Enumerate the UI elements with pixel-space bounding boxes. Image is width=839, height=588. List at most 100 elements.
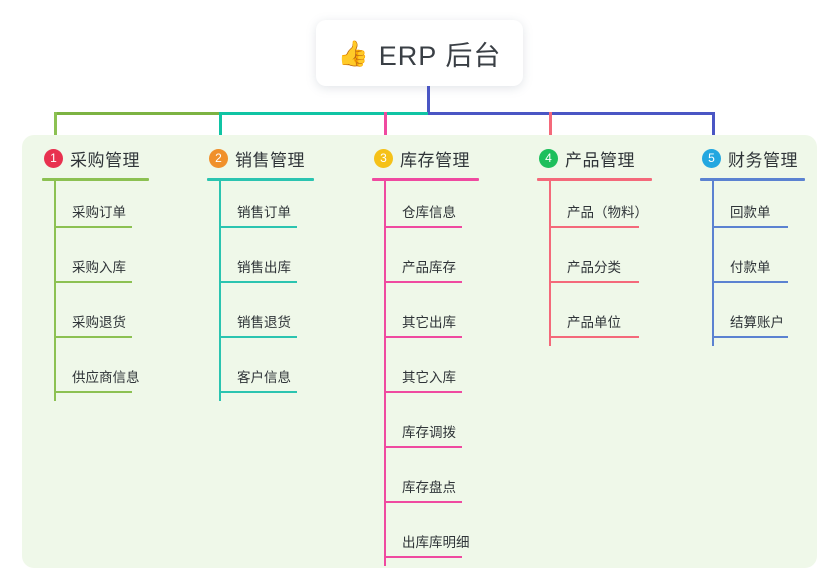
branch-item-underline: [384, 281, 462, 283]
branches-panel: [22, 135, 817, 568]
branch-item[interactable]: 产品（物料）: [537, 181, 682, 236]
branch-item-label: 结算账户: [730, 315, 784, 330]
branch-item-label: 出库库明细: [402, 535, 470, 550]
branch-column-财务管理[interactable]: 5 财务管理回款单付款单结算账户: [700, 146, 830, 346]
branch-item-label: 销售出库: [237, 260, 291, 275]
branch-item-underline: [219, 336, 297, 338]
branch-item-underline: [712, 226, 788, 228]
branch-item-label: 库存调拨: [402, 425, 456, 440]
branch-item-label: 回款单: [730, 205, 771, 220]
branch-item[interactable]: 其它出库: [372, 291, 517, 346]
root-stem-connector: [427, 86, 430, 115]
branch-underline: [372, 178, 479, 181]
branch-underline: [537, 178, 652, 181]
branch-item-label: 客户信息: [237, 370, 291, 385]
branch-number-badge: 5: [702, 148, 721, 168]
branch-number-badge: 3: [374, 148, 393, 168]
branch-column-库存管理[interactable]: 3 库存管理仓库信息产品库存其它出库其它入库库存调拨库存盘点出库库明细: [372, 146, 517, 566]
branch-item[interactable]: 库存调拨: [372, 401, 517, 456]
branch-item-label: 其它入库: [402, 370, 456, 385]
branch-item[interactable]: 付款单: [700, 236, 830, 291]
branch-item-label: 采购订单: [72, 205, 126, 220]
branch-item[interactable]: 产品库存: [372, 236, 517, 291]
branch-item-underline: [384, 501, 462, 503]
root-title: ERP 后台: [378, 40, 502, 71]
branch-item[interactable]: 销售出库: [207, 236, 352, 291]
branch-item[interactable]: 采购入库: [42, 236, 187, 291]
branch-spine: [712, 181, 714, 346]
branch-item[interactable]: 供应商信息: [42, 346, 187, 401]
branch-item[interactable]: 销售退货: [207, 291, 352, 346]
branch-item-label: 产品（物料）: [567, 205, 648, 220]
branch-item-label: 销售退货: [237, 315, 291, 330]
branch-item[interactable]: 出库库明细: [372, 511, 517, 566]
branch-item-underline: [549, 281, 639, 283]
branch-item[interactable]: 客户信息: [207, 346, 352, 401]
branch-item[interactable]: 产品分类: [537, 236, 682, 291]
branch-item-underline: [549, 226, 639, 228]
branch-item-underline: [54, 391, 132, 393]
branch-spine: [54, 181, 56, 401]
branch-item[interactable]: 库存盘点: [372, 456, 517, 511]
bus-segment-middle: [219, 112, 428, 115]
branch-item-underline: [54, 226, 132, 228]
branch-item[interactable]: 回款单: [700, 181, 830, 236]
branch-item[interactable]: 产品单位: [537, 291, 682, 346]
branch-item-underline: [549, 336, 639, 338]
branch-title: 销售管理: [235, 150, 305, 170]
branch-items: 销售订单销售出库销售退货客户信息: [207, 181, 352, 401]
branch-item-label: 付款单: [730, 260, 771, 275]
branch-column-销售管理[interactable]: 2 销售管理销售订单销售出库销售退货客户信息: [207, 146, 352, 401]
branch-item-label: 库存盘点: [402, 480, 456, 495]
branch-number-badge: 2: [209, 148, 228, 168]
branch-drop-connector-1: [54, 112, 57, 142]
branch-item[interactable]: 结算账户: [700, 291, 830, 346]
branch-item-label: 其它出库: [402, 315, 456, 330]
branch-title: 财务管理: [728, 150, 798, 170]
branch-item-underline: [712, 281, 788, 283]
branch-item-underline: [54, 281, 132, 283]
branch-item-underline: [54, 336, 132, 338]
bus-segment-right: [428, 112, 715, 115]
branch-items: 仓库信息产品库存其它出库其它入库库存调拨库存盘点出库库明细: [372, 181, 517, 566]
branch-title: 产品管理: [565, 150, 635, 170]
branch-items: 采购订单采购入库采购退货供应商信息: [42, 181, 187, 401]
branch-item-underline: [712, 336, 788, 338]
branch-item-label: 供应商信息: [72, 370, 140, 385]
branch-item[interactable]: 销售订单: [207, 181, 352, 236]
branch-number-badge: 1: [44, 148, 63, 168]
branch-item[interactable]: 采购订单: [42, 181, 187, 236]
branch-spine: [549, 181, 551, 346]
branch-items: 产品（物料） 产品分类产品单位: [537, 181, 682, 346]
branch-item-label: 采购退货: [72, 315, 126, 330]
branch-item-label: 产品分类: [567, 260, 621, 275]
branch-item-underline: [219, 226, 297, 228]
branch-item-underline: [384, 446, 462, 448]
branch-drop-connector-4: [549, 112, 552, 142]
branch-item-underline: [219, 391, 297, 393]
bus-segment-left: [54, 112, 219, 115]
branch-item-underline: [384, 391, 462, 393]
root-node[interactable]: 👍 ERP 后台: [316, 20, 523, 86]
branch-spine: [384, 181, 386, 566]
branch-item-label: 仓库信息: [402, 205, 456, 220]
branch-item-underline: [219, 281, 297, 283]
thumbs-up-icon: 👍: [337, 38, 369, 68]
branch-header-库存管理[interactable]: 3 库存管理: [372, 146, 517, 170]
branch-drop-connector-3: [384, 112, 387, 142]
branch-item[interactable]: 其它入库: [372, 346, 517, 401]
branch-item[interactable]: 采购退货: [42, 291, 187, 346]
branch-underline: [700, 178, 805, 181]
branch-item-label: 产品单位: [567, 315, 621, 330]
branch-items: 回款单付款单结算账户: [700, 181, 830, 346]
branch-item-label: 产品库存: [402, 260, 456, 275]
branch-item[interactable]: 仓库信息: [372, 181, 517, 236]
branch-title: 库存管理: [400, 150, 470, 170]
branch-header-销售管理[interactable]: 2 销售管理: [207, 146, 352, 170]
branch-header-财务管理[interactable]: 5 财务管理: [700, 146, 830, 170]
